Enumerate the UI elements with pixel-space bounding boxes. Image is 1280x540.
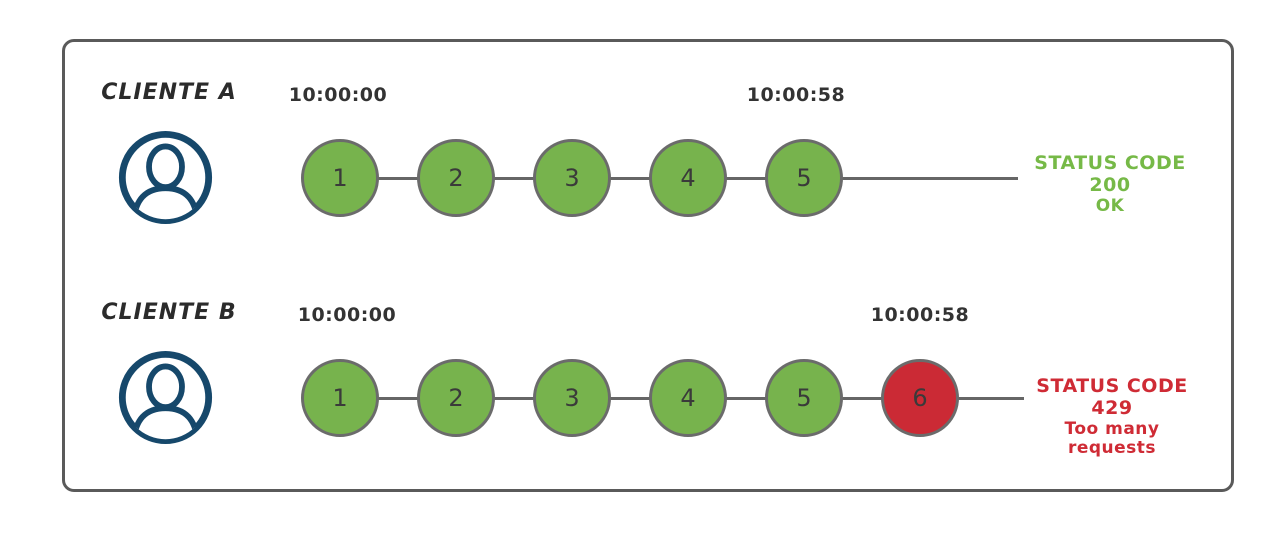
status-code-text: STATUS CODE 429 [1036, 375, 1188, 419]
status-message-text: Too many requests [1064, 418, 1160, 459]
status-code-text: STATUS CODE 200 [1034, 152, 1186, 196]
timestamp-end: 10:00:58 [746, 84, 846, 106]
timestamp-start: 10:00:00 [297, 304, 397, 326]
request-circle: 2 [417, 139, 495, 217]
request-circle: 3 [533, 139, 611, 217]
user-avatar-icon [117, 349, 214, 446]
client-b-label: CLIENTE B [101, 300, 237, 325]
request-circle: 5 [765, 359, 843, 437]
request-circle: 1 [301, 359, 379, 437]
request-circle: 4 [649, 139, 727, 217]
user-avatar-icon [117, 129, 214, 226]
request-circle: 4 [649, 359, 727, 437]
request-circle: 6 [881, 359, 959, 437]
request-circle: 1 [301, 139, 379, 217]
request-circle: 5 [765, 139, 843, 217]
timestamp-start: 10:00:00 [288, 84, 388, 106]
timestamp-end: 10:00:58 [870, 304, 970, 326]
status-label: STATUS CODE 429 Too many requests [1026, 375, 1198, 459]
request-circle: 2 [417, 359, 495, 437]
client-a-label: CLIENTE A [101, 80, 237, 105]
diagram-frame [62, 39, 1234, 492]
status-label: STATUS CODE 200 OK [1026, 152, 1194, 216]
request-circle: 3 [533, 359, 611, 437]
status-message-text: OK [1095, 195, 1125, 216]
